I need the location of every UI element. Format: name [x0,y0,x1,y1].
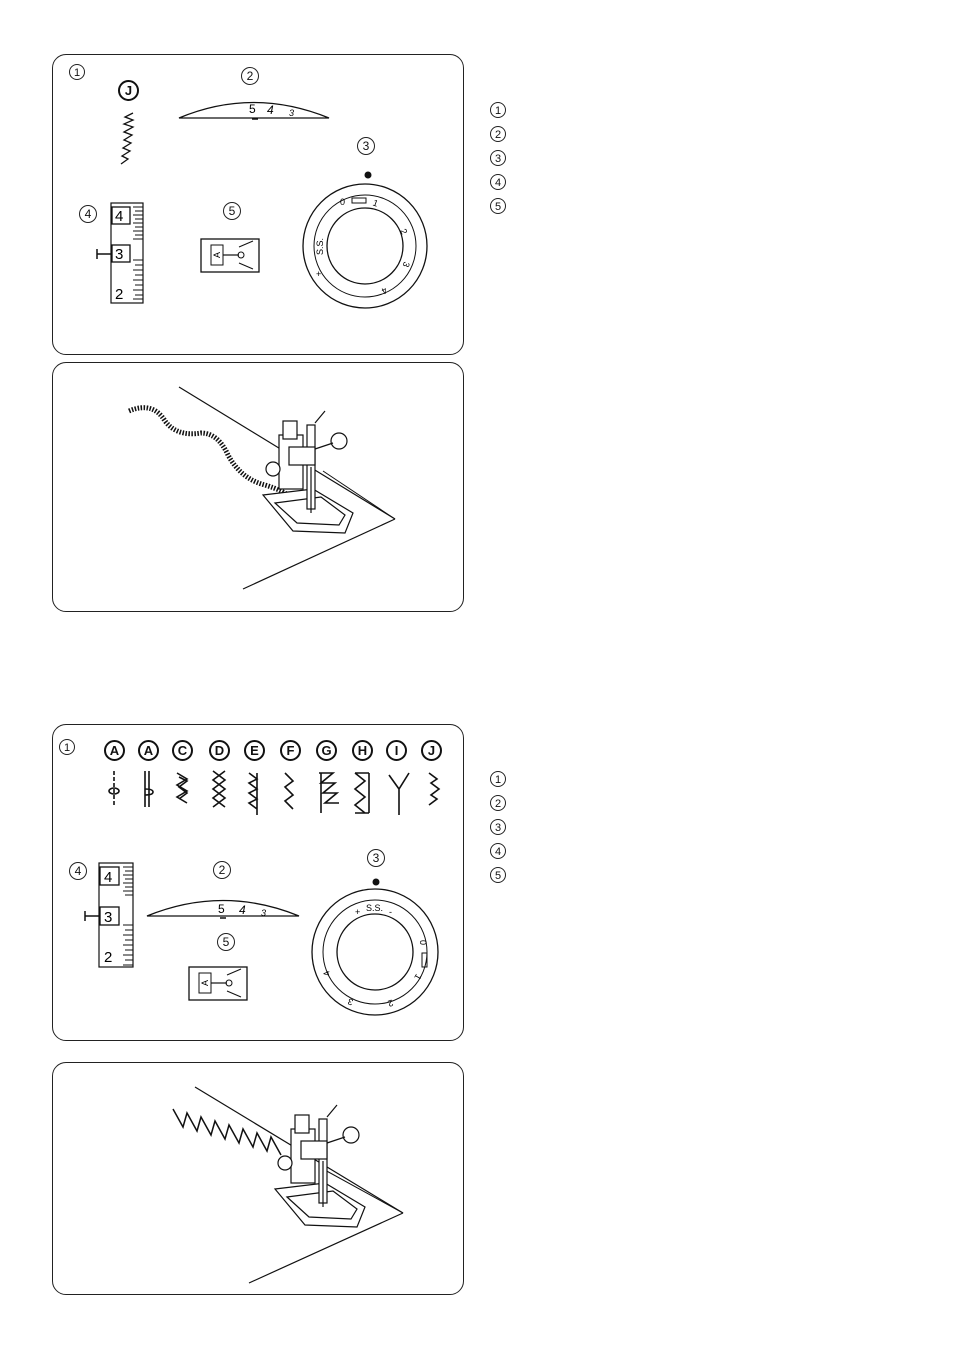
pattern-letter-j: J [421,740,442,761]
dial-mark-3: 3 [401,260,412,268]
dial-mark-3: 3 [346,996,354,1007]
dial-plus: + [316,269,321,279]
settings-panel-bottom: 1 A A C D E F G H I J 4 2 3 5 [52,724,464,1041]
panel-drawing: 5 4 3 4 3 2 A [96,101,428,309]
stitch-dial[interactable] [302,183,428,309]
legend-item: 2 [490,126,506,142]
width-scale-arc [146,899,300,917]
width-mark-4: 4 [239,903,246,917]
callout-3: 3 [357,137,375,155]
presser-foot-icon [273,1104,366,1228]
callout-1: 1 [69,64,85,80]
dial-minus: - [389,907,392,917]
legend-item: 5 [490,867,506,883]
dial-mark-1: 1 [412,972,423,981]
dial-plus: + [355,907,360,917]
length-mark-2: 2 [115,286,123,303]
sawtooth-edge-stitch [172,1108,282,1156]
sewing-illustration-bottom [52,1062,464,1295]
presser-foot-a-icon [200,238,260,273]
sewing-foot-illustration [128,386,396,590]
pattern-letter-i: I [386,740,407,761]
pattern-letter-e: E [244,740,265,761]
length-mark-2: 2 [104,949,112,966]
width-mark-3: 3 [289,108,294,118]
foot-label: A [200,980,210,986]
pattern-stitch-icons [108,770,441,815]
legend-bottom: 1 2 3 4 5 [490,771,506,891]
pattern-letter-f: F [280,740,301,761]
pattern-letter-a2: A [138,740,159,761]
pattern-letter-h: H [352,740,373,761]
dial-mark-2: 2 [398,227,409,236]
dial-mark-1: 1 [371,198,379,209]
pattern-letter-d: D [209,740,230,761]
legend-item: 3 [490,150,506,166]
length-mark-4: 4 [115,208,123,225]
settings-panel-top: 1 2 3 4 5 J 5 4 3 4 3 2 [52,54,464,355]
length-mark-3: 3 [115,246,123,263]
legend-item: 5 [490,198,506,214]
pattern-letter-c: C [172,740,193,761]
width-mark-5: 5 [218,902,225,916]
callout-1: 1 [59,739,75,755]
dial-mark-2: 2 [386,998,394,1009]
legend-item: 4 [490,843,506,859]
width-mark-4: 4 [267,103,274,117]
sewing-illustration-top [52,362,464,612]
callout-5: 5 [223,202,241,220]
callout-5: 5 [217,933,235,951]
dial-mark-4: 4 [380,285,389,296]
callout-4: 4 [69,862,87,880]
dial-zero: 0 [340,197,345,207]
foot-label: A [212,252,222,258]
presser-foot-icon [261,410,354,534]
pattern-letter-a: A [104,740,125,761]
sewing-foot-illustration [172,1086,404,1284]
length-mark-3: 3 [104,909,112,926]
callout-2: 2 [213,861,231,879]
width-mark-3: 3 [261,908,266,918]
width-mark-5: 5 [249,102,256,116]
width-scale-arc [178,101,330,119]
pattern-letter-g: G [316,740,337,761]
presser-foot-a-icon [188,966,248,1001]
dial-mark-4: 4 [321,969,332,977]
callout-3: 3 [367,849,385,867]
legend-item: 3 [490,819,506,835]
pattern-letter-j: J [118,80,139,101]
legend-top: 1 2 3 4 5 [490,102,506,222]
dial-ss: S.S. [366,903,383,913]
panel-drawing: 4 3 2 5 4 3 A 0 1 2 3 4 S.S. + [84,770,441,1016]
legend-item: 1 [490,771,506,787]
length-mark-4: 4 [104,869,112,886]
callout-2: 2 [241,67,259,85]
legend-item: 1 [490,102,506,118]
callout-4: 4 [79,205,97,223]
dial-zero: 0 [418,940,428,945]
scallop-stitch [128,405,295,501]
legend-item: 2 [490,795,506,811]
stitch-dial[interactable] [311,888,439,1016]
stitch-pattern-icon [120,112,135,165]
dial-ss: S.S. [315,238,325,255]
legend-item: 4 [490,174,506,190]
